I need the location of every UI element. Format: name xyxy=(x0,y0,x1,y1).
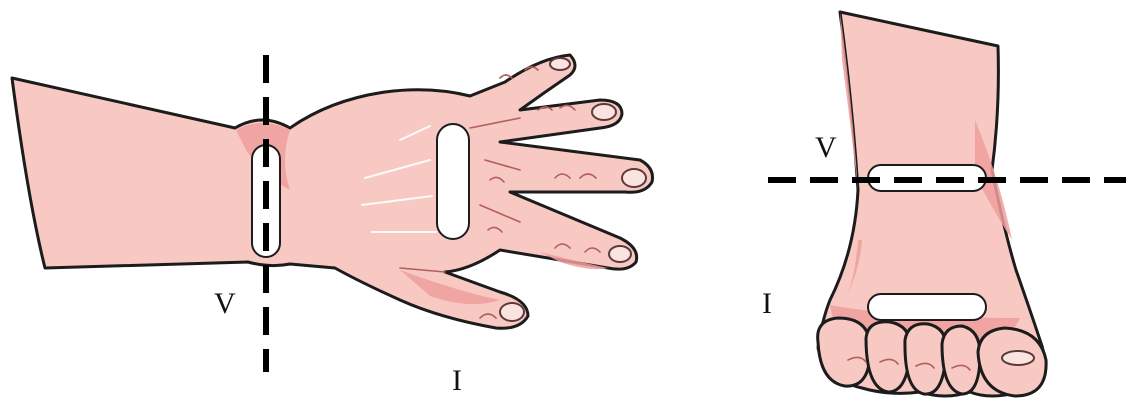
finger-shadow xyxy=(540,252,608,270)
foot-label-v: V xyxy=(815,131,837,164)
ring-nail xyxy=(621,168,647,188)
foot-illustration xyxy=(768,10,1126,398)
ankle-shadow xyxy=(845,240,862,300)
thumb-nail xyxy=(499,302,525,322)
hand-label-v: V xyxy=(214,287,236,320)
toe-2 xyxy=(864,320,912,394)
foot-dorsum-window xyxy=(867,293,987,321)
toe-4 xyxy=(940,324,982,396)
toe-3 xyxy=(903,322,948,396)
middle-nail xyxy=(591,103,617,121)
hand-dorsum-window xyxy=(436,123,470,240)
hand-outline xyxy=(10,53,654,330)
foot-label-i: I xyxy=(762,287,772,320)
foot-side-shadow xyxy=(840,12,858,190)
index-nail xyxy=(549,57,571,71)
toe-1 xyxy=(816,316,872,388)
hand-label-i: I xyxy=(452,364,462,397)
hand-illustration xyxy=(10,53,654,372)
big-toe-nail xyxy=(1001,350,1035,366)
pinky-nail xyxy=(608,245,632,263)
thumb-shadow xyxy=(400,270,500,305)
ankle-window xyxy=(867,164,987,192)
